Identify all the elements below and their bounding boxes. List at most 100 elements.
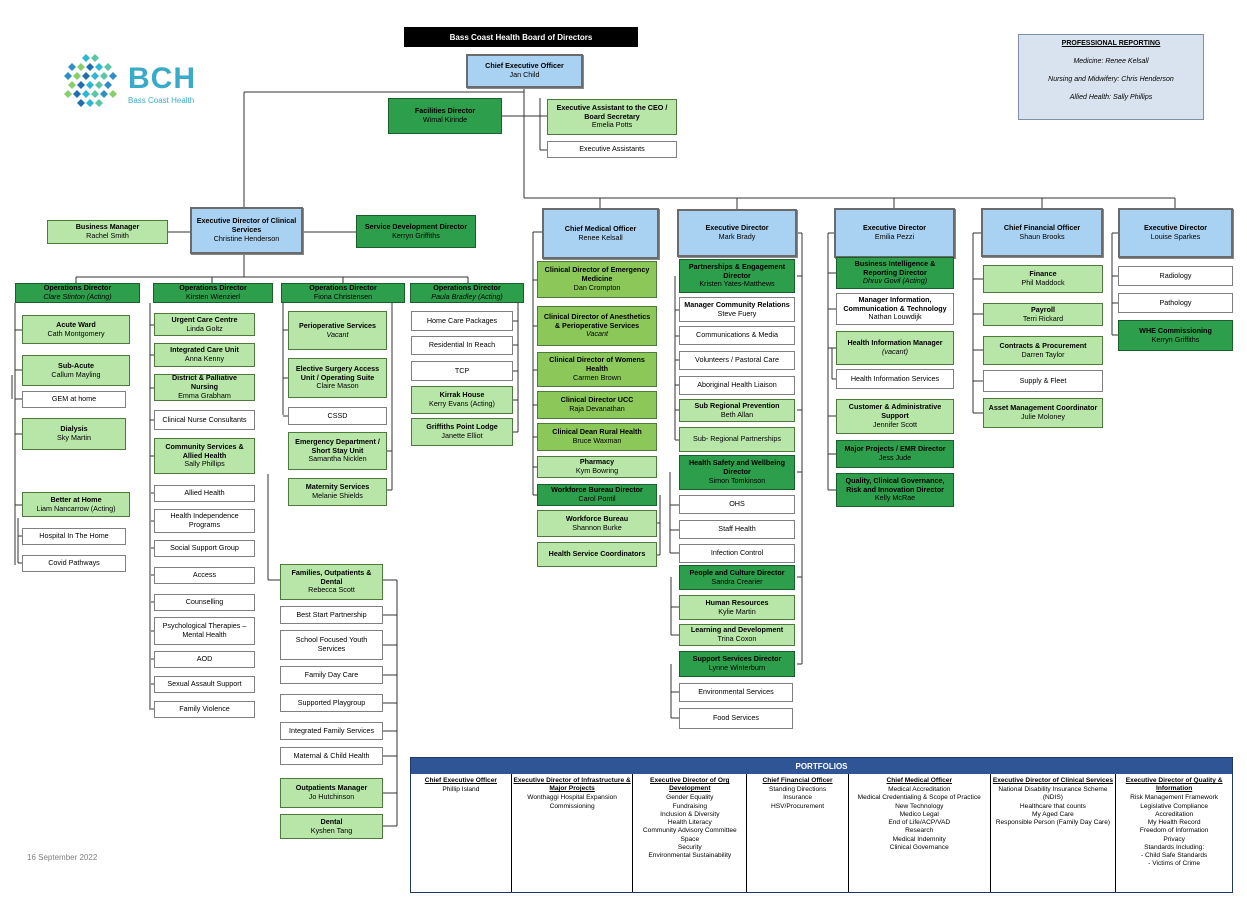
org-box-subtitle: Anna Kenny [184, 354, 225, 363]
org-box-subtitle: Darren Taylor [1021, 349, 1065, 359]
portfolio-item: Standards Including: [1144, 843, 1205, 851]
org-box-title: Covid Pathways [48, 558, 100, 568]
portfolio-item: HSV/Procurement [770, 802, 825, 810]
org-box-title: Emergency Department / Short Stay Unit [295, 436, 380, 455]
org-box-title: School Focused Youth Services [295, 635, 368, 653]
org-box-title: Asset Management Coordinator [988, 403, 1098, 413]
bch-logo: BCH Bass Coast Health [60, 52, 210, 114]
org-box-subtitle: Kym Bowring [575, 466, 619, 475]
portfolio-item: Insurance [783, 794, 813, 802]
org-box-vol: Volunteers / Pastoral Care [679, 351, 795, 370]
org-box-subtitle: Rachel Smith [86, 231, 129, 240]
org-box-counselling: Counselling [154, 594, 255, 611]
org-box-title: Human Resources [705, 597, 769, 607]
portfolio-item: Security [677, 843, 702, 851]
org-box-title: TCP [454, 365, 470, 375]
org-box-title: AOD [196, 654, 213, 664]
org-box-subtitle: Jo Hutchinson [308, 792, 355, 801]
org-box-sh: Staff Health [679, 520, 795, 539]
org-box-title: Perioperative Services [298, 320, 377, 330]
org-box-subtitle: (vacant) [882, 347, 908, 356]
portfolio-column: Executive Director of Infrastructure & M… [512, 774, 634, 892]
org-box-subtitle: Shaun Brooks [1019, 231, 1065, 241]
org-box-title: Clinical Director of Emergency Medicine [544, 265, 650, 284]
portfolio-item: Privacy [1163, 835, 1185, 843]
org-box-title: Operations Director [309, 283, 377, 293]
org-box-subtitle: Linda Goltz [186, 323, 223, 333]
org-box-subtitle: Callum Mayling [51, 369, 101, 379]
org-box-ah: Allied Health [154, 485, 255, 502]
org-box-subtitle: Trina Coxon [717, 634, 757, 643]
portfolio-heading: Chief Medical Officer [886, 777, 953, 784]
org-box-title: Health Service Coordinators [548, 549, 646, 559]
org-box-mch: Maternal & Child Health [280, 747, 383, 765]
org-box-subtitle: Liam Nancarrow (Acting) [36, 503, 116, 513]
org-box-title: Support Services Director [692, 654, 782, 664]
org-box-comms: Communications & Media [679, 326, 795, 345]
org-box-title: Community Services & Allied Health [165, 441, 244, 460]
org-box-title: People and Culture Director [689, 567, 785, 577]
org-box-subtitle: Carol Pontil [578, 494, 616, 503]
org-box-title: Executive Director [862, 223, 927, 233]
org-box-title: Dental [320, 816, 343, 826]
org-box-title: CSSD [327, 410, 348, 420]
org-box-qcg: Quality, Clinical Governance, Risk and I… [836, 473, 954, 507]
org-box-subtitle: Sky Martin [57, 433, 91, 442]
bch-logo-icon [64, 54, 117, 107]
org-box-subtitle: Jan Child [509, 70, 540, 79]
portfolio-item: Community Advisory Committee [642, 827, 737, 835]
org-box-fdc: Family Day Care [280, 666, 383, 684]
org-box-subtitle: Sandra Crearier [711, 576, 763, 586]
org-box-title: Staff Health [718, 524, 756, 534]
org-box-eas: Executive Assistants [547, 141, 677, 158]
org-box-subtitle: Janette Elliot [441, 431, 483, 440]
org-box-ohs: OHS [679, 495, 795, 514]
org-box-subtitle: Kylie Martin [718, 606, 756, 616]
org-box-title: Supply & Fleet [1019, 375, 1067, 385]
org-box-title: Business Manager [75, 222, 140, 232]
portfolio-item: Research [905, 827, 934, 835]
org-box-title: Food Services [713, 713, 759, 723]
board-of-directors: Bass Coast Health Board of Directors [404, 27, 638, 47]
org-box-title: Health Safety and Wellbeing Director [688, 458, 786, 477]
org-box-title: Manager Information, Communication & Tec… [843, 294, 947, 313]
portfolio-item: My Health Record [1147, 819, 1201, 827]
org-box-title: Health Independence Programs [170, 511, 239, 529]
org-box-fv: Family Violence [154, 701, 255, 718]
org-box-subtitle: Sally Phillips [184, 459, 225, 469]
portfolio-item: Commissioning [549, 802, 595, 810]
org-box-ea: Executive Assistant to the CEO / Board S… [547, 99, 677, 135]
org-box-subtitle: Beth Allan [720, 409, 754, 419]
portfolio-item: Medical Accreditation [888, 786, 951, 794]
org-box-subtitle: Jennifer Scott [873, 419, 917, 429]
org-box-title: Family Day Care [304, 669, 359, 679]
portfolio-heading: Chief Executive Officer [424, 777, 497, 784]
org-box-subtitle: Emelia Potts [591, 120, 633, 130]
org-box-title: Chief Executive Officer [485, 61, 564, 71]
portfolio-item: Inclusion & Diversity [660, 810, 720, 818]
org-box-title: Sub Regional Prevention [694, 400, 780, 410]
portfolio-item: Clinical Governance [889, 843, 949, 851]
org-box-title: Maternal & Child Health [293, 750, 370, 760]
org-box-title: Pathology [1159, 297, 1192, 307]
org-box-subtitle: Louise Sparkes [1150, 232, 1201, 241]
